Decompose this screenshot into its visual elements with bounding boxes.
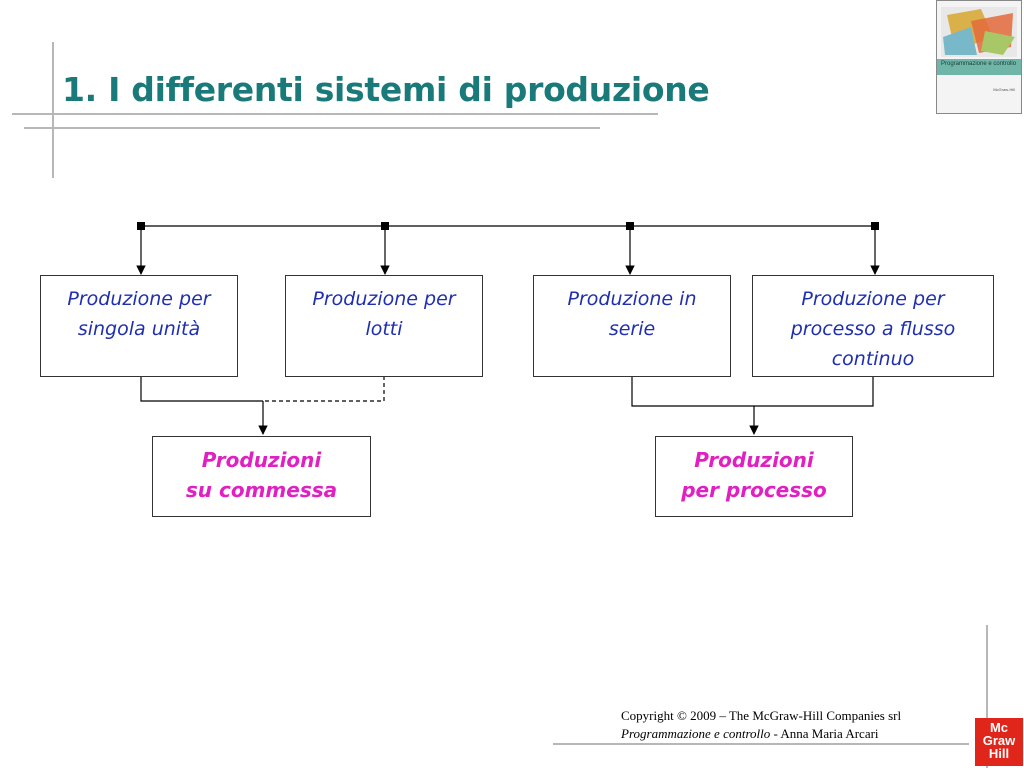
- decorative-line: [553, 743, 969, 745]
- book-cover-thumbnail: Programmazione e controllo McGraw-Hill: [936, 0, 1022, 114]
- page-title: 1. I differenti sistemi di produzione: [62, 70, 710, 109]
- box-text-line: lotti: [365, 318, 403, 340]
- box-text-line: Produzioni: [201, 448, 322, 472]
- box-text-line: per processo: [681, 478, 827, 502]
- box-text-line: Produzione per: [67, 288, 211, 310]
- group-box-commessa: Produzioni su commessa: [152, 436, 371, 517]
- connector-node: [871, 222, 879, 230]
- box-text-line: processo a flusso: [790, 318, 956, 340]
- decorative-line: [12, 113, 658, 115]
- category-box-serie: Produzione in serie: [533, 275, 731, 377]
- cover-title: Programmazione e controllo: [941, 61, 1017, 67]
- box-text-line: serie: [608, 318, 656, 340]
- group-box-processo: Produzioni per processo: [655, 436, 853, 517]
- book-author: - Anna Maria Arcari: [770, 726, 879, 741]
- box-text-line: Produzione per: [312, 288, 456, 310]
- copyright-notice: Copyright © 2009 – The McGraw-Hill Compa…: [621, 707, 901, 743]
- box-text-line: su commessa: [185, 478, 338, 502]
- connector-bracket: [631, 376, 874, 407]
- book-credit: Programmazione e controllo - Anna Maria …: [621, 725, 901, 743]
- box-text-line: continuo: [831, 348, 915, 370]
- book-title: Programmazione e controllo: [621, 726, 771, 741]
- logo-text: Mc: [989, 720, 1009, 735]
- box-text-line: Produzione per: [801, 288, 945, 310]
- cover-publisher: McGraw-Hill: [993, 87, 1015, 92]
- copyright-text: Copyright © 2009 – The McGraw-Hill Compa…: [621, 708, 902, 723]
- category-box-flusso-continuo: Produzione per processo a flusso continu…: [752, 275, 994, 377]
- connector-node: [381, 222, 389, 230]
- category-box-lotti: Produzione per lotti: [285, 275, 483, 377]
- connector-elbow-dashed: [263, 376, 385, 402]
- decorative-line: [986, 625, 988, 768]
- box-text-line: Produzioni: [694, 448, 814, 472]
- box-text-line: singola unità: [77, 318, 201, 340]
- connector-node: [626, 222, 634, 230]
- logo-text: Hill: [988, 746, 1010, 761]
- decorative-line: [52, 42, 54, 178]
- cover-title-band: Programmazione e controllo: [937, 59, 1021, 75]
- connector-elbow: [140, 376, 263, 402]
- cover-artwork: [941, 7, 1017, 57]
- connector-node: [137, 222, 145, 230]
- logo-text: Graw: [982, 733, 1016, 748]
- box-text-line: Produzione in: [567, 288, 697, 310]
- mcgraw-hill-logo: Mc Graw Hill: [975, 718, 1023, 766]
- decorative-line: [24, 127, 600, 129]
- category-box-singola-unita: Produzione per singola unità: [40, 275, 238, 377]
